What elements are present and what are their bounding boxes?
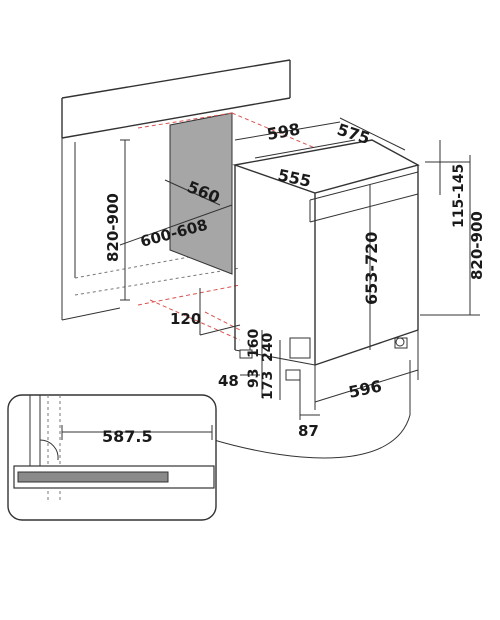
feet xyxy=(239,337,408,381)
niche-cavity xyxy=(169,112,233,275)
label-depth-575: 575 xyxy=(335,120,373,148)
label-plinth-depth: 120 xyxy=(170,310,201,328)
hidden-edges xyxy=(137,112,316,341)
label-base-width: 596 xyxy=(347,376,384,402)
label-foot-48: 48 xyxy=(218,372,239,390)
label-foot-173: 173 xyxy=(260,371,276,400)
kitchen-cabinet xyxy=(61,59,291,321)
label-cabinet-height: 820-900 xyxy=(104,193,122,262)
dishwasher-body xyxy=(232,139,420,366)
label-width-598: 598 xyxy=(265,119,301,144)
label-foot-93: 93 xyxy=(246,369,262,388)
label-side-offset: 87 xyxy=(298,422,319,440)
dimension-lines xyxy=(119,117,480,459)
label-adjustable-top: 115-145 xyxy=(451,164,467,228)
label-plinth-240: 240 xyxy=(260,333,276,362)
label-door-height: 653-720 xyxy=(362,232,381,305)
label-appliance-height: 820-900 xyxy=(468,211,486,280)
label-plinth-160: 160 xyxy=(246,329,262,358)
detail-inset xyxy=(7,394,217,521)
label-detail-width: 587.5 xyxy=(102,427,153,446)
